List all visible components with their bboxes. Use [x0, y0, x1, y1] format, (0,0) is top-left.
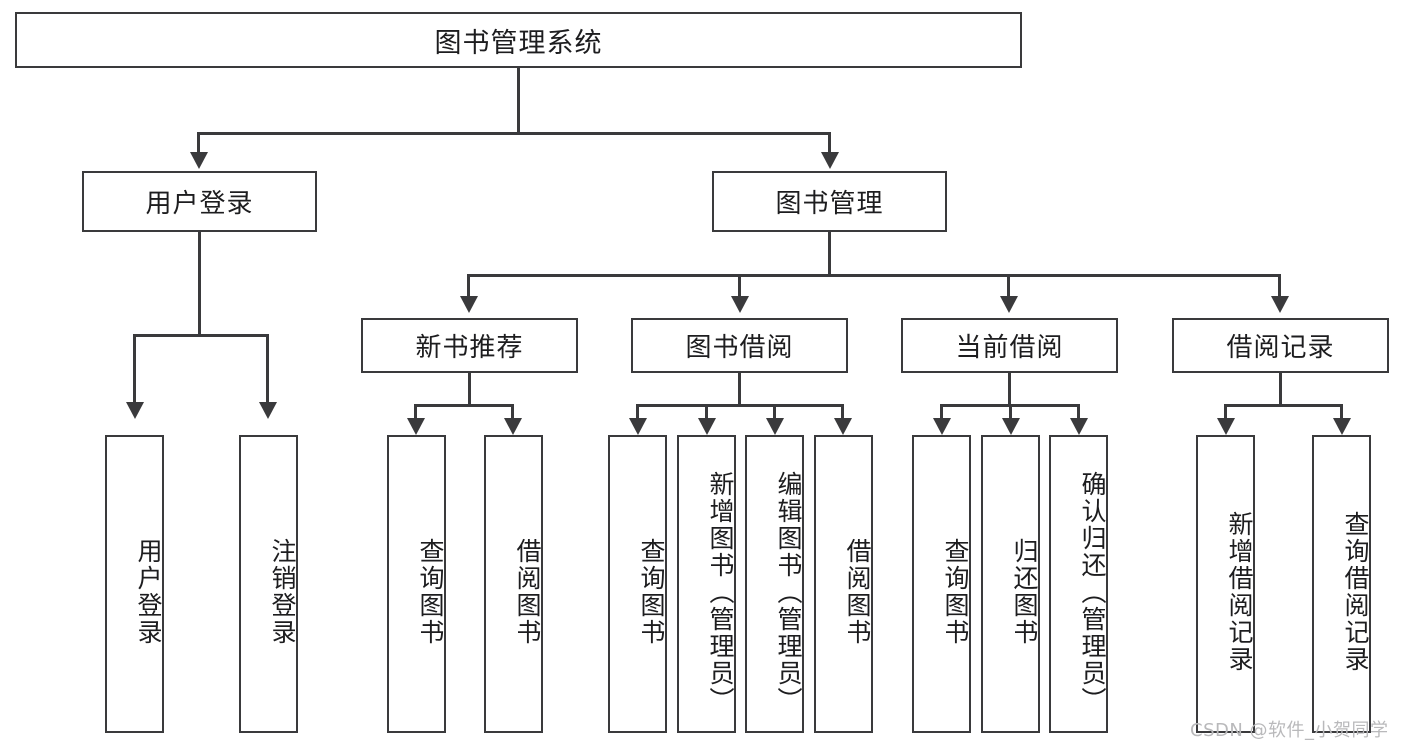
arrow-to-user-login: [190, 152, 208, 169]
connector-current-drop-2: [1009, 404, 1012, 420]
connector-bookmgmt-drop-3: [1007, 274, 1010, 298]
connector-userlogin-bus: [133, 334, 268, 337]
connector-current-stem: [1008, 373, 1011, 406]
leaf-add-book-admin[interactable]: 新增图书（管理员）: [677, 435, 736, 733]
node-label: 用户登录: [145, 189, 254, 219]
node-current-borrow[interactable]: 当前借阅: [901, 318, 1118, 373]
connector-borrow-bus: [636, 404, 843, 407]
connector-bookmgmt-bus: [467, 274, 1281, 277]
arrow-to-leaf-borrow-book-2: [834, 418, 852, 435]
connector-record-drop-2: [1340, 404, 1343, 420]
node-label: 查询借阅记录: [1341, 511, 1370, 673]
node-label: 新增图书（管理员）: [706, 470, 735, 714]
arrow-to-book-borrow: [731, 296, 749, 313]
arrow-to-book-manage: [821, 152, 839, 169]
node-book-management[interactable]: 图书管理: [712, 171, 947, 232]
connector-userlogin-drop-1: [133, 334, 136, 404]
arrow-to-leaf-logout: [259, 402, 277, 419]
node-label: 借阅图书: [513, 538, 542, 646]
arrow-to-leaf-query-book-3: [933, 418, 951, 435]
arrow-to-borrow-record: [1271, 296, 1289, 313]
node-label: 借阅记录: [1226, 333, 1335, 363]
connector-record-drop-1: [1224, 404, 1227, 420]
connector-root-stem: [517, 68, 520, 134]
leaf-edit-book-admin[interactable]: 编辑图书（管理员）: [745, 435, 804, 733]
node-label: 查询图书: [637, 538, 666, 646]
leaf-query-book-current[interactable]: 查询图书: [912, 435, 971, 733]
arrow-to-leaf-query-book-2: [629, 418, 647, 435]
arrow-to-leaf-return-book: [1002, 418, 1020, 435]
arrow-to-leaf-query-record: [1333, 418, 1351, 435]
connector-bookmgmt-drop-4: [1278, 274, 1281, 298]
node-label: 借阅图书: [843, 538, 872, 646]
node-label: 新书推荐: [415, 333, 524, 363]
node-label: 用户登录: [134, 538, 163, 646]
node-label: 图书借阅: [685, 333, 794, 363]
connector-record-bus: [1224, 404, 1342, 407]
arrow-to-leaf-confirm-return: [1070, 418, 1088, 435]
connector-root-bus: [197, 132, 831, 135]
connector-recommend-drop-2: [511, 404, 514, 420]
leaf-confirm-return-admin[interactable]: 确认归还（管理员）: [1049, 435, 1108, 733]
connector-recommend-drop-1: [414, 404, 417, 420]
connector-recommend-stem: [468, 373, 471, 406]
leaf-borrow-book-borrow[interactable]: 借阅图书: [814, 435, 873, 733]
arrow-to-leaf-query-book-1: [407, 418, 425, 435]
connector-borrow-drop-1: [636, 404, 639, 420]
leaf-return-book[interactable]: 归还图书: [981, 435, 1040, 733]
connector-userlogin-drop-2: [266, 334, 269, 404]
arrow-to-new-book-recommend: [460, 296, 478, 313]
connector-userlogin-stem: [198, 232, 201, 336]
connector-bookmgmt-drop-2: [738, 274, 741, 298]
arrow-to-leaf-borrow-book-1: [504, 418, 522, 435]
connector-borrow-drop-4: [841, 404, 844, 420]
node-label: 确认归还（管理员）: [1078, 470, 1107, 714]
node-label: 当前借阅: [955, 333, 1064, 363]
connector-root-drop-left: [197, 132, 200, 154]
connector-current-drop-1: [940, 404, 943, 420]
arrow-to-leaf-add-book: [698, 418, 716, 435]
arrow-to-leaf-user-login: [126, 402, 144, 419]
node-label: 图书管理: [775, 189, 884, 219]
leaf-borrow-book-recommend[interactable]: 借阅图书: [484, 435, 543, 733]
node-new-book-recommend[interactable]: 新书推荐: [361, 318, 578, 373]
connector-borrow-drop-3: [773, 404, 776, 420]
connector-current-drop-3: [1077, 404, 1080, 420]
connector-borrow-stem: [738, 373, 741, 406]
node-label: 归还图书: [1010, 538, 1039, 646]
connector-bookmgmt-stem: [828, 232, 831, 276]
node-label: 查询图书: [941, 538, 970, 646]
node-label: 图书管理系统: [434, 27, 603, 59]
node-borrow-record[interactable]: 借阅记录: [1172, 318, 1389, 373]
node-book-borrow[interactable]: 图书借阅: [631, 318, 848, 373]
connector-root-drop-right: [828, 132, 831, 154]
leaf-query-book-borrow[interactable]: 查询图书: [608, 435, 667, 733]
node-label: 新增借阅记录: [1225, 511, 1254, 673]
csdn-watermark: CSDN @软件_小贺同学: [1190, 720, 1389, 741]
node-user-login[interactable]: 用户登录: [82, 171, 317, 232]
connector-bookmgmt-drop-1: [467, 274, 470, 298]
leaf-query-borrow-record[interactable]: 查询借阅记录: [1312, 435, 1371, 733]
leaf-logout[interactable]: 注销登录: [239, 435, 298, 733]
leaf-query-book-recommend[interactable]: 查询图书: [387, 435, 446, 733]
node-root-system[interactable]: 图书管理系统: [15, 12, 1022, 68]
arrow-to-current-borrow: [1000, 296, 1018, 313]
arrow-to-leaf-edit-book: [766, 418, 784, 435]
leaf-user-login[interactable]: 用户登录: [105, 435, 164, 733]
arrow-to-leaf-add-record: [1217, 418, 1235, 435]
connector-record-stem: [1279, 373, 1282, 406]
node-label: 编辑图书（管理员）: [774, 470, 803, 714]
node-label: 注销登录: [268, 538, 297, 646]
leaf-add-borrow-record[interactable]: 新增借阅记录: [1196, 435, 1255, 733]
node-label: 查询图书: [416, 538, 445, 646]
connector-recommend-bus: [414, 404, 514, 407]
connector-borrow-drop-2: [705, 404, 708, 420]
